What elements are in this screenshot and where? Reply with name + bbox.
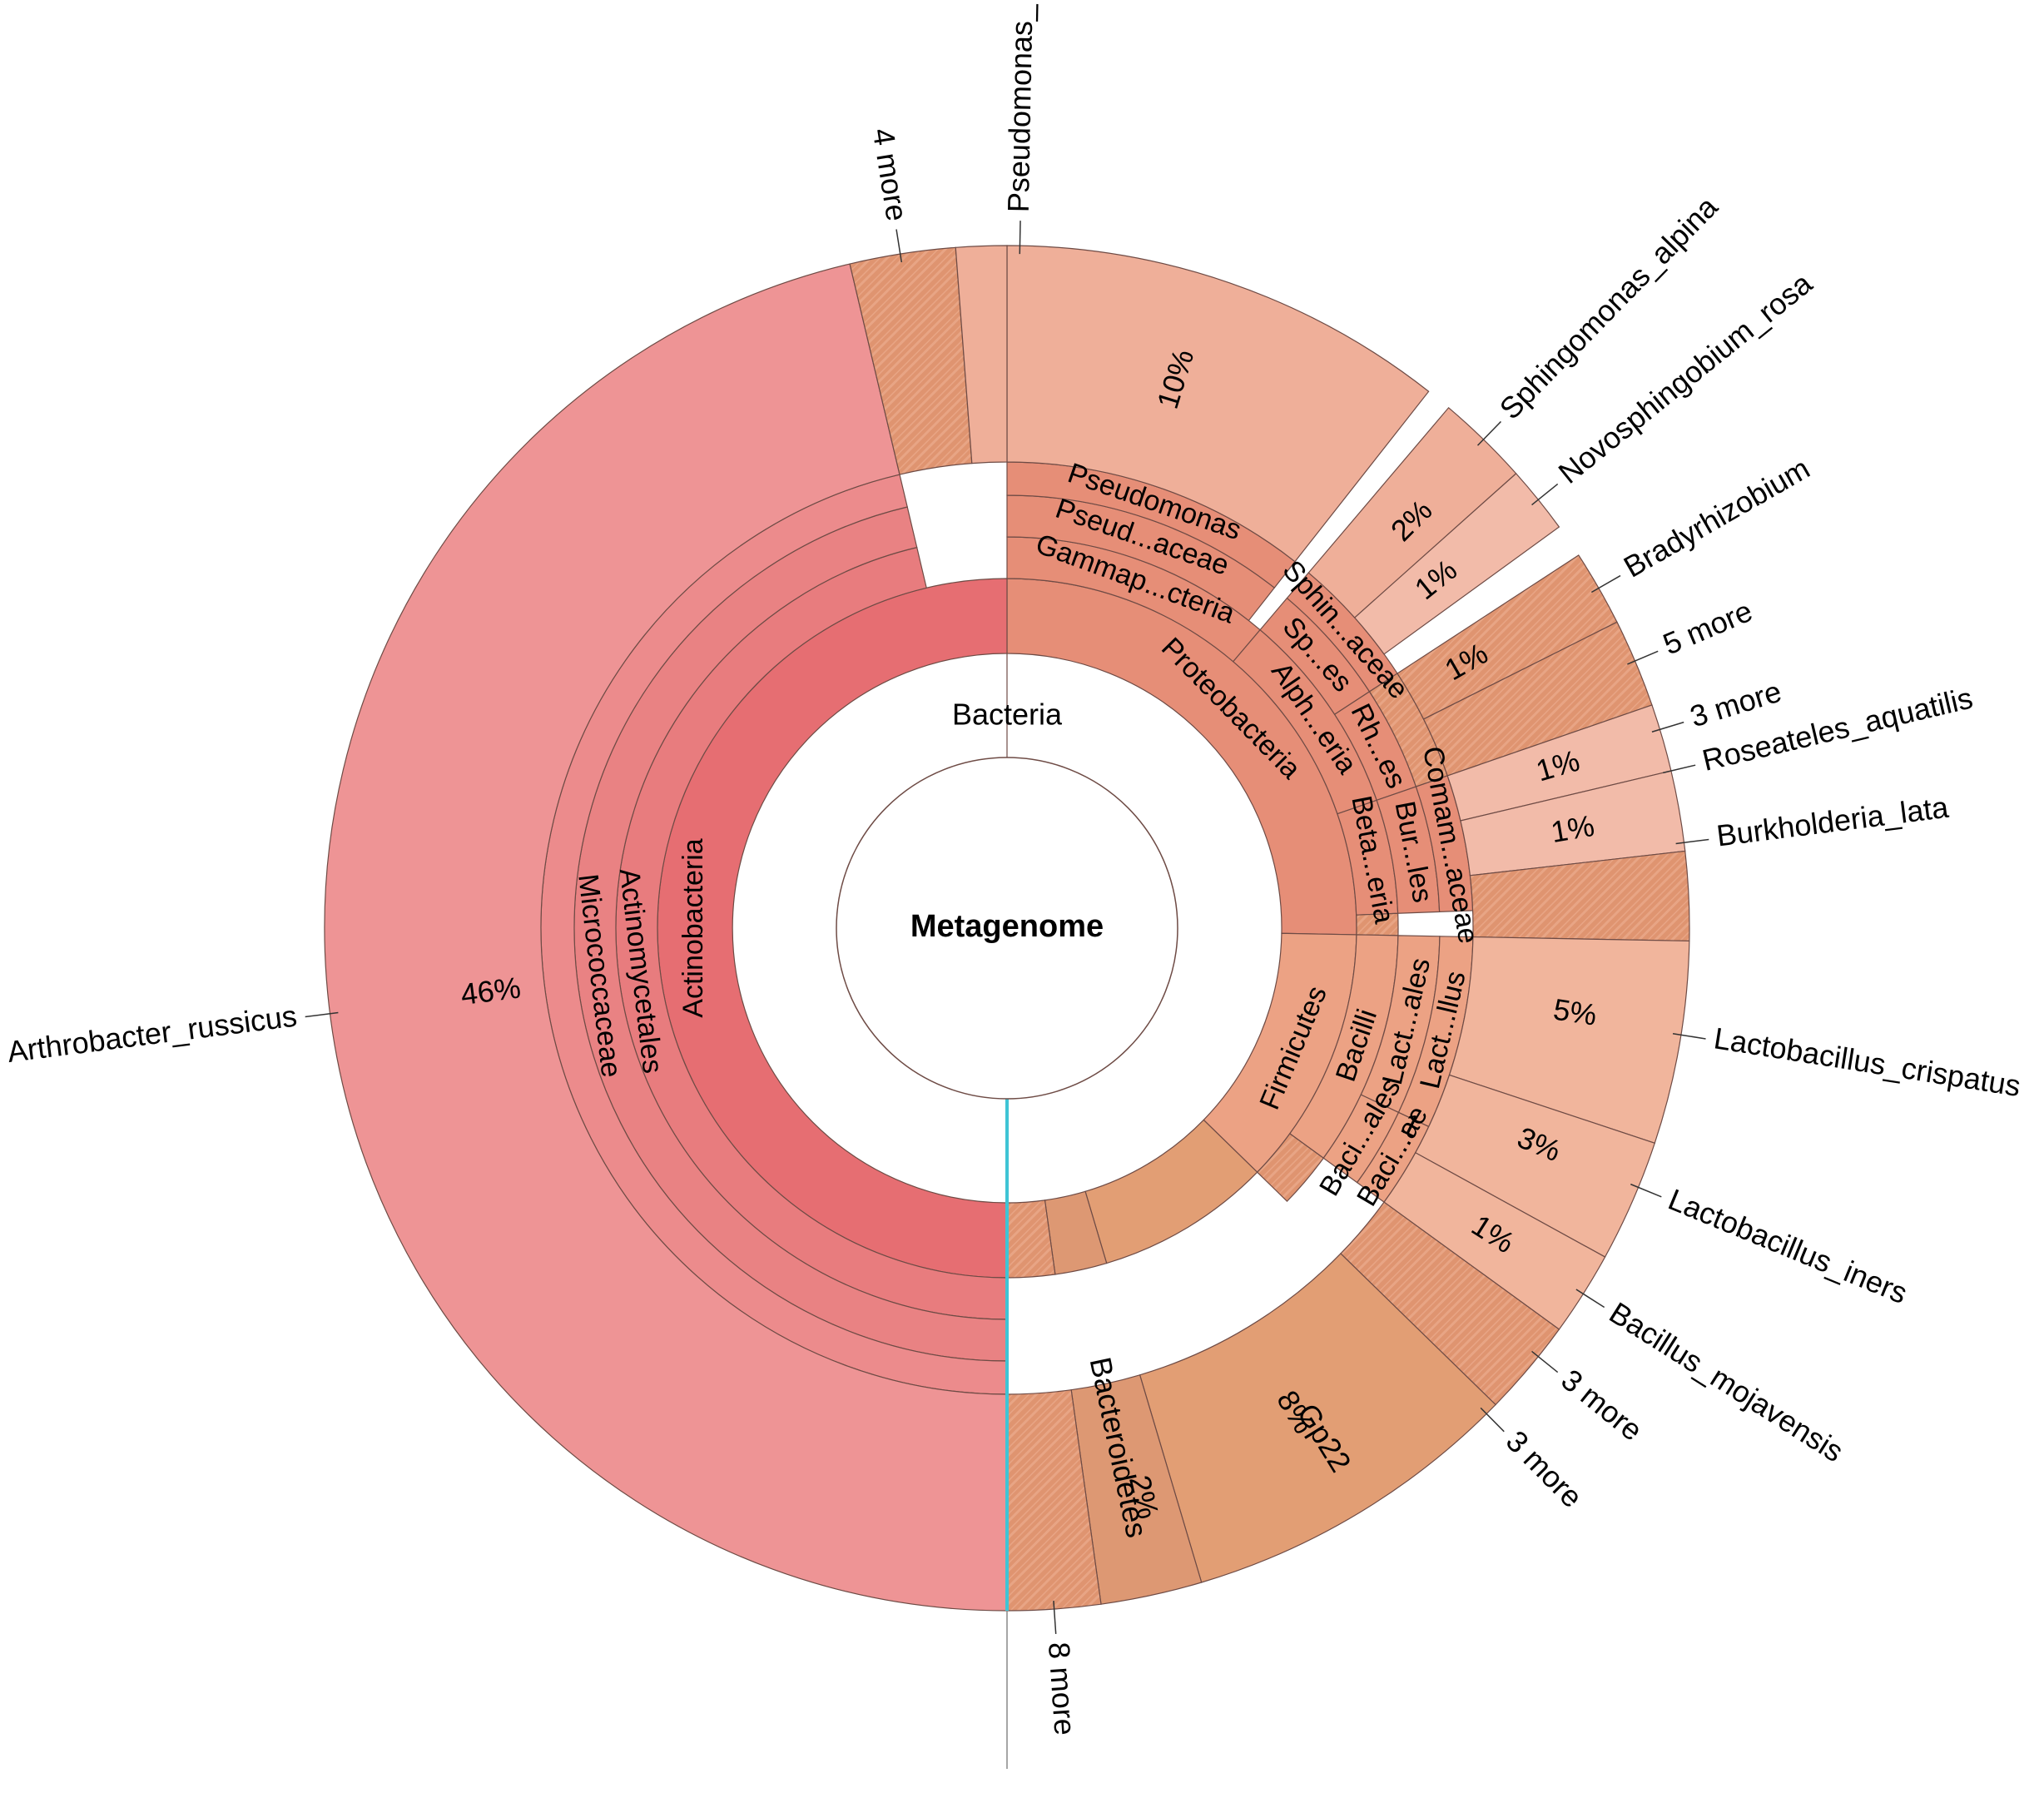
segment-l_arth[interactable] [324, 263, 1008, 1612]
leaf-label-15: 8 more [1042, 1641, 1083, 1736]
leader-line [305, 1011, 339, 1018]
leader-line [1672, 1032, 1706, 1040]
leader-line [1575, 1289, 1605, 1309]
leader-line [1476, 420, 1501, 446]
leader-line [1663, 764, 1696, 774]
segment-l_novo[interactable] [1353, 473, 1560, 655]
segment-l_pseud[interactable] [1006, 245, 1430, 563]
leaf-label-1: 4 more [866, 126, 915, 223]
segment-l_pseudtop[interactable] [955, 245, 1008, 464]
sunburst-segments [324, 245, 1690, 1769]
segment-fmisc[interactable] [1256, 1133, 1325, 1202]
leader-line [1675, 838, 1709, 845]
leader-line [1630, 1183, 1662, 1198]
leaf-label-2: Pseudomonas_ [1001, 3, 1039, 213]
leader-line [1651, 721, 1684, 733]
leaf-label-7: 3 more [1686, 674, 1785, 734]
leader-line [1627, 650, 1659, 665]
center-label: Metagenome [910, 909, 1104, 944]
leaf-label-12: Bacillus_mojavensis [1604, 1295, 1850, 1468]
leader-line [1531, 483, 1559, 506]
leaf-label-9: Burkholderia_lata [1714, 790, 1951, 853]
leaf-label-0: Arthrobacter_russicus [5, 998, 299, 1069]
percent-label-7: 5% [1551, 992, 1600, 1032]
leader-line [1053, 1601, 1057, 1635]
percent-label-0: 46% [459, 971, 523, 1012]
percent-label-6: 1% [1548, 808, 1596, 849]
segment-label-bact: Bacteria [952, 697, 1063, 731]
center-node[interactable]: Metagenome [836, 757, 1178, 1100]
leaf-label-5: Bradyrhizobium [1618, 451, 1815, 584]
leaf-label-13: 3 more [1555, 1363, 1649, 1448]
leaf-label-14: 3 more [1500, 1423, 1590, 1514]
leader-line [1590, 574, 1621, 594]
segment-label-actino1: Actinobacteria [677, 838, 709, 1018]
leaf-label-10: Lactobacillus_crispatus [1712, 1021, 2023, 1103]
leaf-label-11: Lactobacillus_iners [1664, 1182, 1913, 1310]
leaf-label-6: 5 more [1658, 594, 1757, 662]
leader-line [895, 229, 903, 263]
leader-line [1531, 1350, 1559, 1373]
leader-line [1480, 1407, 1505, 1433]
